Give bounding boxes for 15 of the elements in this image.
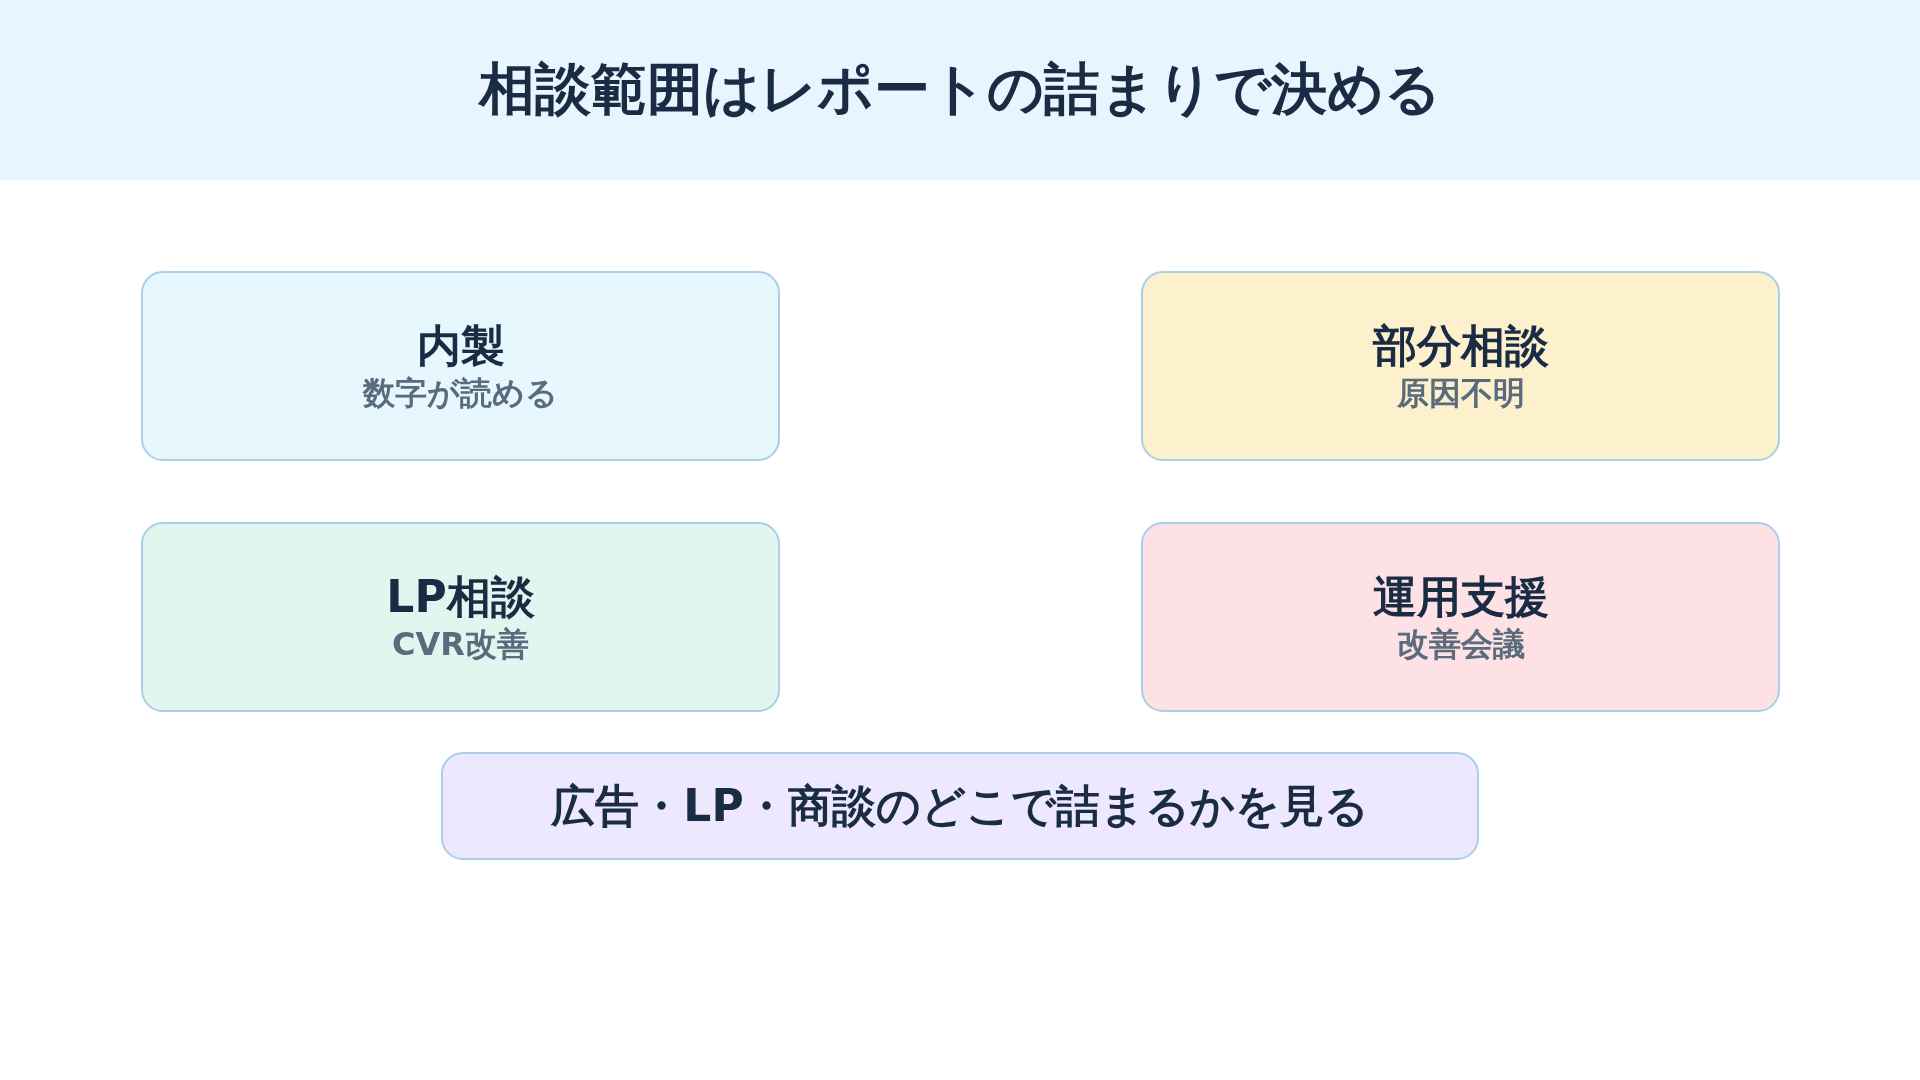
category-card	[141, 271, 780, 461]
title: 相談範囲はレポートの詰まりで決める	[479, 55, 1441, 123]
category-card	[1141, 522, 1780, 712]
card-heading: 運用支援	[1372, 569, 1549, 624]
summary-banner	[441, 752, 1479, 860]
card-subtext: CVR改善	[392, 623, 529, 665]
card-subtext: 数字が読める	[363, 372, 558, 414]
card-subtext: 原因不明	[1396, 372, 1525, 414]
card-subtext: 改善会議	[1396, 623, 1525, 665]
category-card	[141, 522, 780, 712]
card-heading: 部分相談	[1372, 318, 1549, 373]
card-heading: 内製	[416, 318, 505, 373]
category-card	[1141, 271, 1780, 461]
card-heading: LP相談	[386, 569, 535, 624]
banner-text: 広告・LP・商談のどこで詰まるかを見る	[551, 778, 1369, 833]
